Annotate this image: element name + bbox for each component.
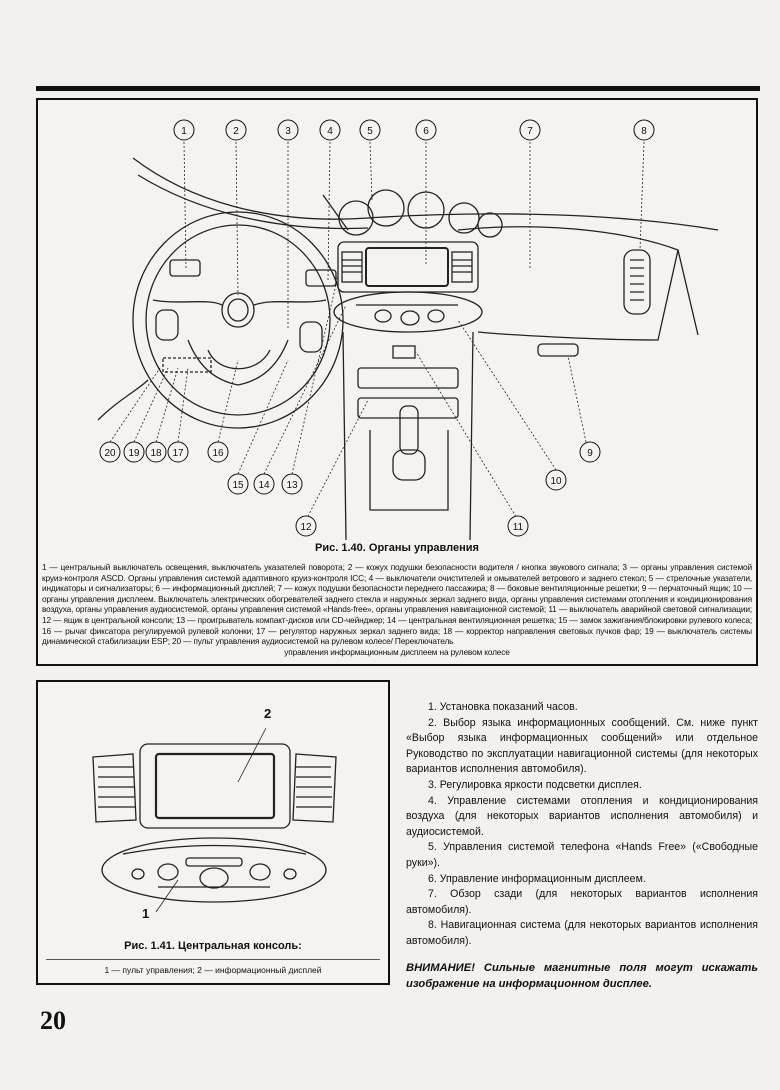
header-rule — [36, 86, 760, 91]
figure2-label-1: 1 — [142, 906, 150, 921]
figure-controls: 1 2 3 4 5 6 7 8 9 10 11 12 13 14 15 16 1… — [36, 98, 758, 666]
svg-text:20: 20 — [104, 448, 116, 459]
caption-divider — [46, 959, 380, 960]
svg-text:15: 15 — [232, 480, 244, 491]
svg-text:16: 16 — [212, 448, 224, 459]
page-number: 20 — [40, 1006, 66, 1035]
figure2-label-2: 2 — [264, 706, 272, 721]
svg-text:3: 3 — [285, 126, 291, 137]
dashboard-illustration: 1 2 3 4 5 6 7 8 9 10 11 12 13 14 15 16 1… — [97, 119, 719, 540]
warning-note: ВНИМАНИЕ! Сильные магнитные поля могут и… — [406, 961, 758, 990]
svg-text:7: 7 — [527, 126, 533, 137]
svg-text:5: 5 — [367, 126, 373, 137]
svg-text:9: 9 — [587, 448, 593, 459]
settings-list: 1. Установка показаний часов. 2. Выбор я… — [406, 700, 758, 992]
svg-text:17: 17 — [172, 448, 184, 459]
figure2-caption: Рис. 1.41. Центральная консоль: — [124, 940, 302, 952]
list-item: 7. Обзор сзади (для некоторых вариантов … — [406, 888, 758, 916]
svg-text:11: 11 — [513, 522, 524, 533]
svg-text:12: 12 — [300, 522, 312, 533]
list-item: 2. Выбор языка информационных сообщений.… — [406, 716, 758, 776]
list-item: 4. Управление системами отопления и конд… — [406, 794, 758, 838]
svg-text:14: 14 — [258, 480, 270, 491]
svg-text:10: 10 — [550, 476, 562, 487]
figure2-subcaption: 1 — пульт управления; 2 — информационный… — [104, 965, 322, 975]
svg-text:6: 6 — [423, 126, 429, 137]
figure-center-console: 2 1 Рис. 1.41. Центральная консоль: 1 — … — [36, 680, 390, 985]
svg-text:19: 19 — [128, 448, 140, 459]
svg-text:13: 13 — [286, 480, 298, 491]
figure1-legend-last: управления информационным дисплеем на ру… — [284, 646, 510, 657]
figure1-caption: Рис. 1.40. Органы управления — [315, 542, 479, 554]
list-item: 8. Навигационная система (для некоторых … — [406, 919, 758, 947]
callout-label: 1 — [181, 126, 187, 137]
callout-1 — [173, 119, 195, 141]
list-item: 1. Установка показаний часов. — [428, 701, 578, 713]
svg-text:8: 8 — [641, 126, 647, 137]
svg-text:18: 18 — [150, 448, 162, 459]
svg-text:4: 4 — [327, 126, 333, 137]
console-illustration — [92, 727, 337, 913]
list-item: 3. Регулировка яркости подсветки дисплея… — [428, 778, 642, 791]
svg-text:2: 2 — [233, 126, 239, 137]
figure1-legend: 1 — центральный выключатель освещения, в… — [42, 562, 752, 657]
figure1-legend-text: 1 — центральный выключатель освещения, в… — [42, 562, 752, 647]
list-item: 5. Управления системой телефона «Hands F… — [406, 841, 758, 869]
list-item: 6. Управление информационным дисплеем. — [428, 872, 646, 885]
